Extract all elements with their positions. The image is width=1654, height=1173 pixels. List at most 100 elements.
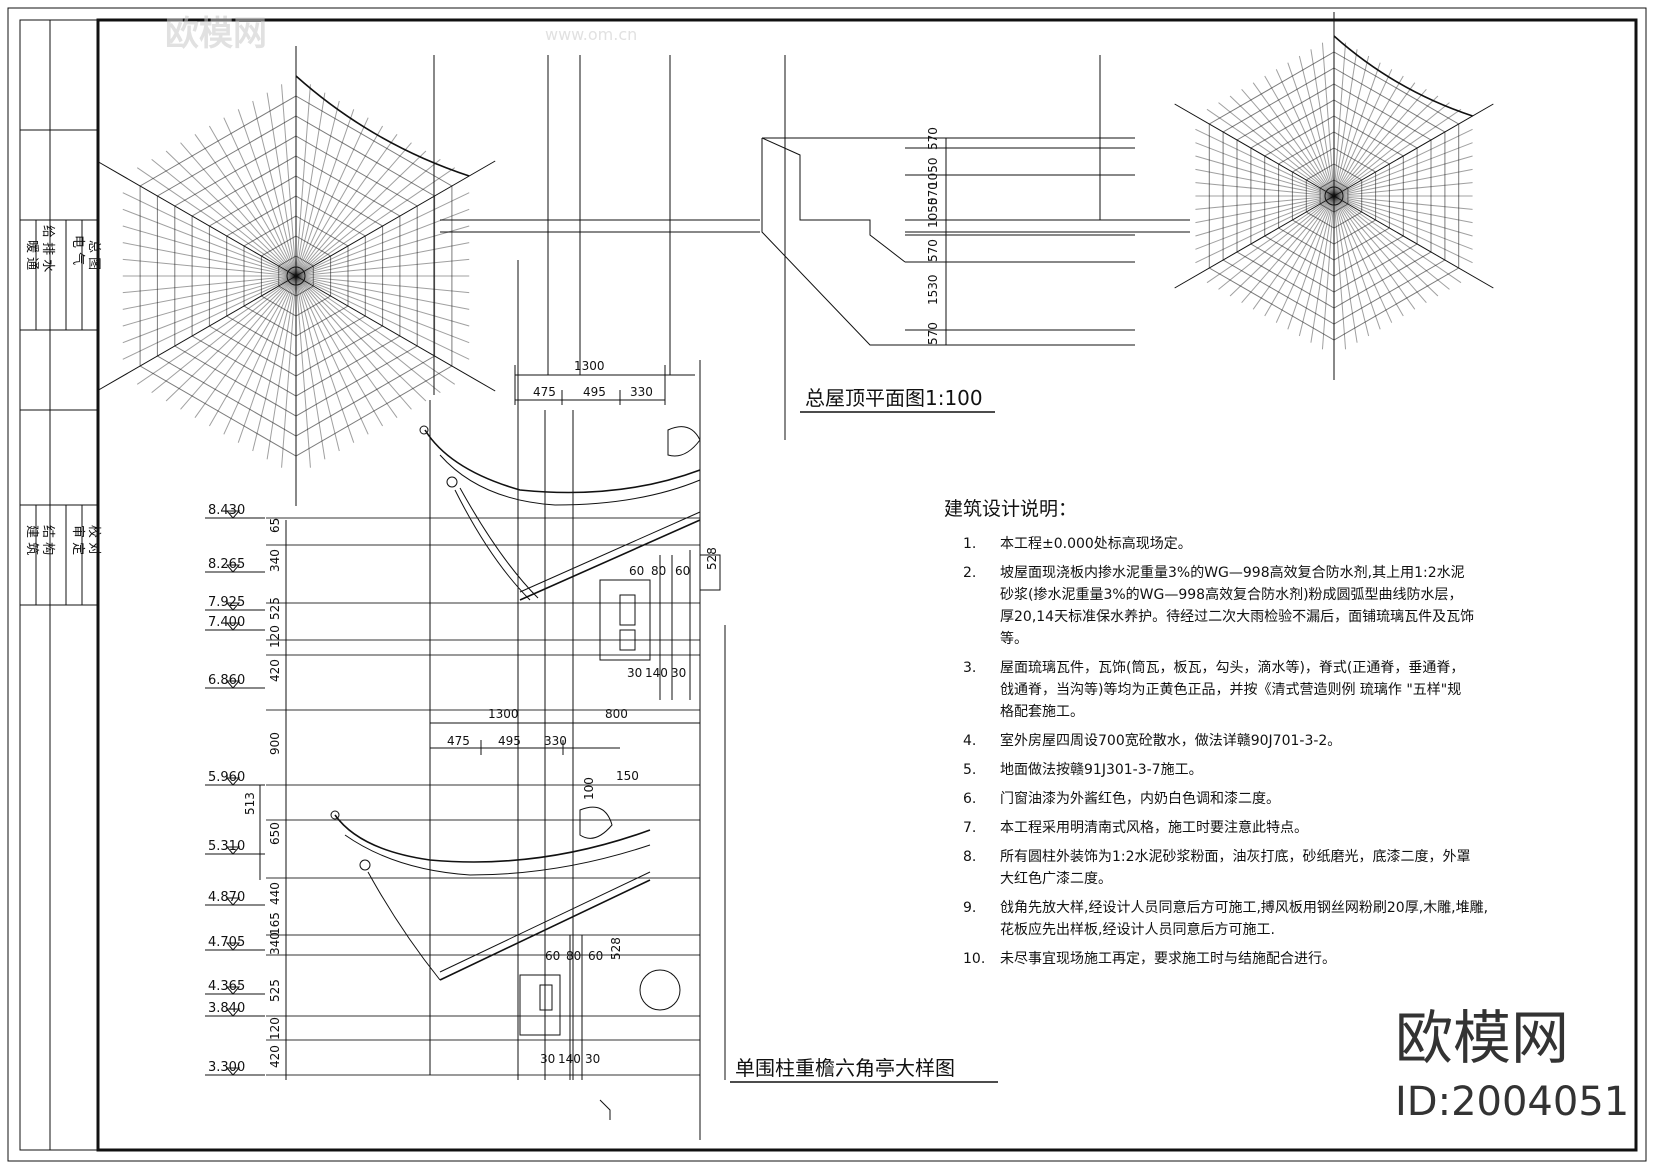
note-number: 8. xyxy=(963,849,976,865)
roof-tile-line xyxy=(1333,82,1416,197)
elevation-triangle xyxy=(225,942,241,951)
plan-dim-1: 570 xyxy=(926,127,940,150)
roof-tile-ring xyxy=(1278,131,1390,261)
roof-tile-line xyxy=(1333,182,1473,197)
roof-tile-line xyxy=(122,275,297,360)
elevation-triangle xyxy=(225,777,241,786)
roof-tile-line xyxy=(122,208,297,277)
roof-tile-line xyxy=(252,100,297,277)
vertical-dim-label: 440 xyxy=(268,882,282,905)
roof-tile-line xyxy=(295,275,456,385)
middle-dim-total: 1300 xyxy=(488,707,519,721)
roof-tile-line xyxy=(1264,195,1335,317)
roof-tile-line xyxy=(194,134,297,277)
note-number: 9. xyxy=(963,900,976,916)
roof-tile-line xyxy=(1333,69,1393,197)
note-line: 砂浆(掺水泥重量3%的WG—998高效复合防水剂)粉成圆弧型曲线防水层， xyxy=(1000,586,1463,603)
note-line: 厚20,14天标准保水养护。待经过二次大雨检验不漏后，面铺琉璃瓦件及瓦饰 xyxy=(1000,608,1474,625)
upper-dim-total: 1300 xyxy=(574,359,605,373)
roof-tile-line xyxy=(136,275,297,385)
middle-dim-c: 330 xyxy=(544,734,567,748)
roof-tile-line xyxy=(1195,195,1335,250)
roof-tile-line xyxy=(295,275,311,468)
roof-plan-right xyxy=(1174,12,1494,380)
vertical-dim-label: 340 xyxy=(268,549,282,572)
roof-finial xyxy=(1324,186,1344,206)
vertical-dimensions: 6534052512042090051365044016534052512042… xyxy=(243,517,700,1080)
roof-tile-line xyxy=(295,275,470,344)
roof-tile-line xyxy=(237,109,297,277)
title-label-struct: 结 构 xyxy=(40,525,55,555)
roof-tile-ring xyxy=(1305,163,1363,229)
title-label-approve: 审 定 xyxy=(70,525,85,555)
roof-tile-line xyxy=(122,242,297,277)
roof-tile-line xyxy=(1195,195,1335,237)
plan-title: 总屋顶平面图1:100 xyxy=(805,386,983,410)
roof-tile-line xyxy=(295,275,441,394)
note-number: 2. xyxy=(963,565,976,581)
roof-tile-line xyxy=(1206,195,1335,284)
plan-dimensions: 570 1050 570 1050 570 1530 570 xyxy=(926,127,947,345)
roof-plan-left xyxy=(96,46,496,506)
notes-heading: 建筑设计说明： xyxy=(944,498,1077,520)
roof-tile-line xyxy=(1333,155,1473,197)
roof-tile-ring xyxy=(1319,179,1349,213)
roof-tile-line xyxy=(295,134,398,277)
roof-tile-line xyxy=(295,117,369,277)
roof-tile-line xyxy=(208,275,297,427)
roof-tile-line xyxy=(295,167,456,277)
note-line: 未尽事宜现场施工再定，要求施工时与结施配合进行。 xyxy=(1000,951,1336,967)
roof-tile-line xyxy=(295,275,470,327)
hex-roof-outline xyxy=(295,75,470,177)
elevation-triangle xyxy=(225,846,241,855)
roof-tile-ring xyxy=(191,155,401,397)
roof-tile-line xyxy=(1333,142,1473,197)
roof-tile-line xyxy=(1333,195,1473,224)
roof-tile-ring xyxy=(174,135,418,417)
vertical-dim-label: 513 xyxy=(243,792,257,815)
watermark-brand: 欧模网 xyxy=(165,14,267,54)
elevation-triangle xyxy=(225,564,241,573)
note-number: 3. xyxy=(963,660,976,676)
hip-ridge-line xyxy=(96,275,297,392)
roof-tile-ring xyxy=(208,175,384,377)
roof-tile-line xyxy=(122,258,297,277)
upper-dim-i: 140 xyxy=(645,666,668,680)
vertical-dim-label: 420 xyxy=(268,659,282,682)
elevation-markers: 8.4308.2657.9257.4006.8605.9605.3104.870… xyxy=(205,503,265,1076)
vertical-dim-label: 525 xyxy=(268,597,282,620)
lower-dim-g: 60 xyxy=(588,949,603,963)
roof-tile-line xyxy=(223,275,297,435)
upper-dim-c: 330 xyxy=(630,385,653,399)
roof-tile-line xyxy=(180,275,297,410)
roof-tile-line xyxy=(1333,89,1427,197)
elevation-triangle xyxy=(225,1008,241,1017)
roof-tile-ring xyxy=(260,235,332,317)
roof-tile-line xyxy=(295,275,369,435)
roof-tile-line xyxy=(295,158,441,277)
roof-tile-line xyxy=(122,275,297,344)
roof-tile-line xyxy=(295,275,398,418)
roof-tile-line xyxy=(1333,75,1404,197)
roof-tile-line xyxy=(295,100,340,277)
watermark-brand-large: 欧模网 xyxy=(1395,1004,1569,1072)
roof-tile-line xyxy=(295,109,355,277)
vertical-dim-label: 340 xyxy=(268,932,282,955)
vertical-dim-label: 525 xyxy=(268,979,282,1002)
detail-title: 单围柱重檐六角亭大样图 xyxy=(735,1056,955,1080)
roof-tile-line xyxy=(208,125,297,277)
title-label-hvac: 暖 通 xyxy=(24,240,39,270)
title-label-arch: 建 筑 xyxy=(24,525,40,555)
roof-tile-line xyxy=(266,275,297,460)
roof-tile-line xyxy=(1333,108,1462,197)
note-line: 戗角先放大样,经设计人员同意后方可施工,搏风板用钢丝网粉刷20厚,木雕,堆雕, xyxy=(1000,899,1488,916)
roof-tile-line xyxy=(295,275,384,427)
elevation-triangle xyxy=(225,680,241,689)
vertical-dim-label: 165 xyxy=(268,912,282,935)
roof-tile-line xyxy=(1333,195,1381,330)
roof-tile-line xyxy=(122,192,297,277)
roof-tile-line xyxy=(1333,49,1358,197)
roof-tile-line xyxy=(1264,75,1335,197)
roof-tile-line xyxy=(180,142,297,277)
roof-tile-line xyxy=(1252,82,1335,197)
